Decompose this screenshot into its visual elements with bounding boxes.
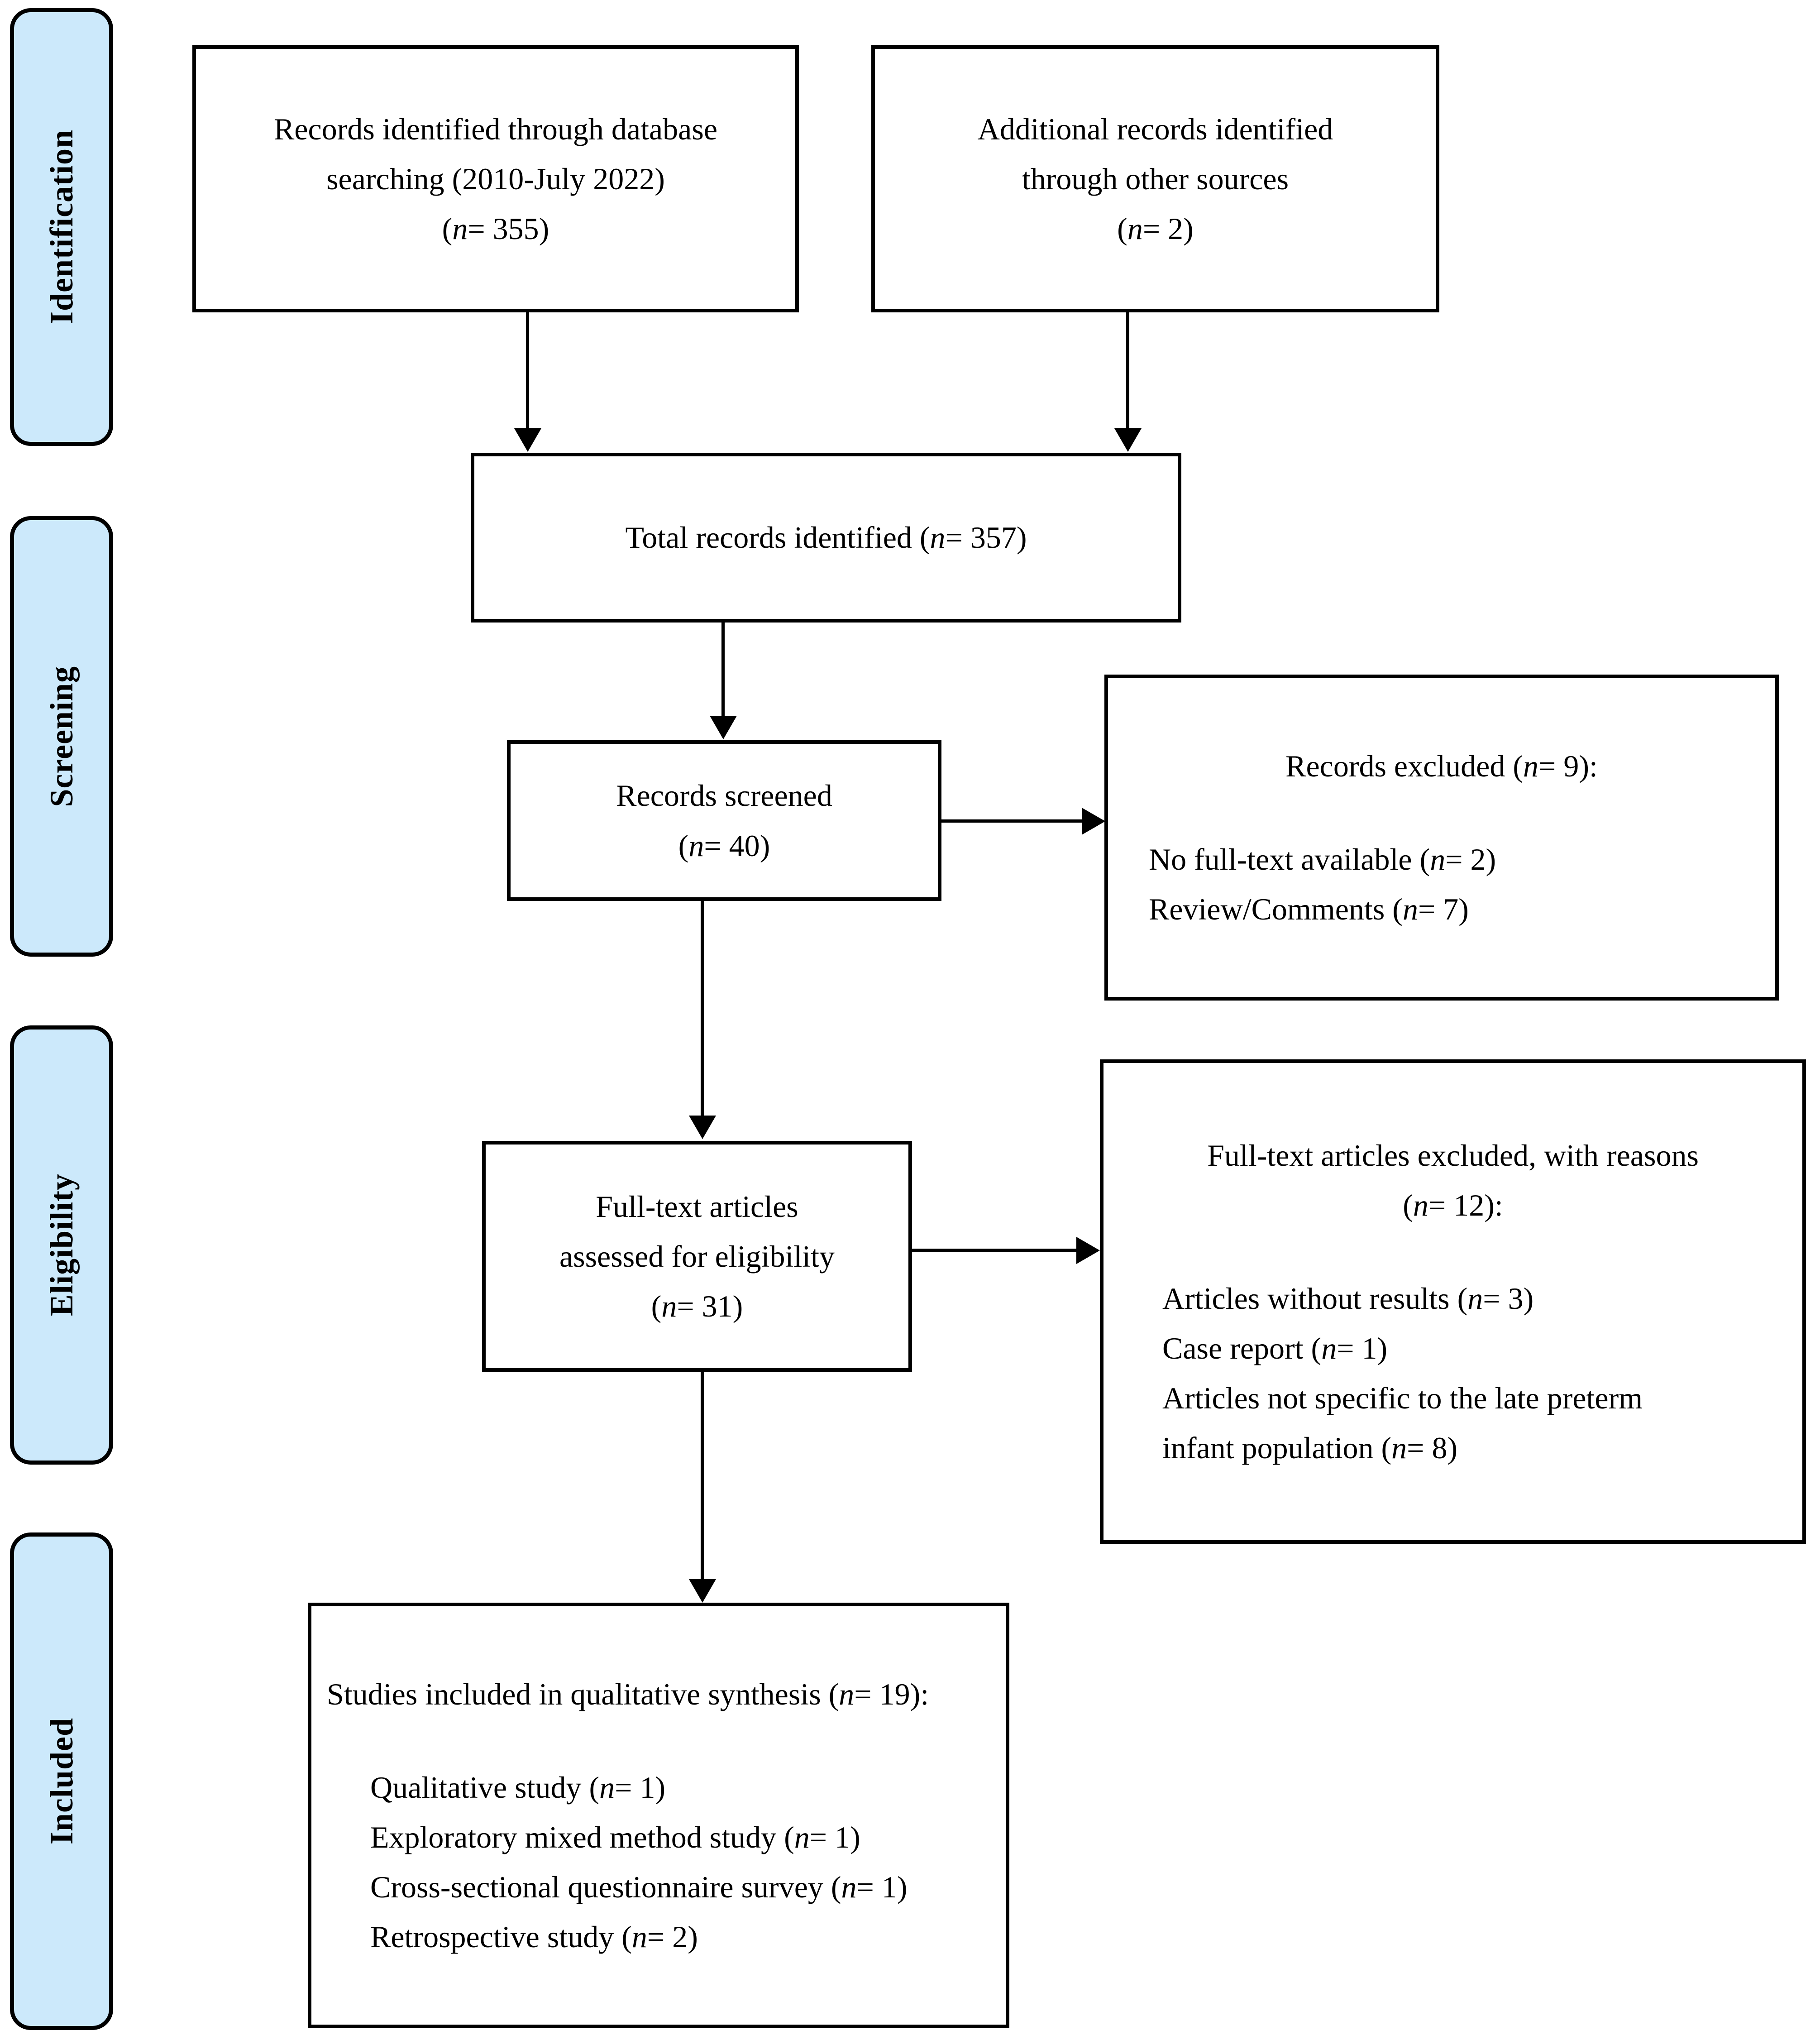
- other-sources-line-2: through other sources: [1022, 161, 1289, 196]
- studies-included-item-4: Retrospective study (n= 2): [370, 1920, 698, 1954]
- arrowhead-screened-to-excluded: [1082, 808, 1105, 835]
- stage-label-identification-text: Identification: [43, 129, 80, 325]
- fulltext-excluded-heading: Full-text articles excluded, with reason…: [1207, 1138, 1699, 1173]
- box-studies-included: Studies included in qualitative synthesi…: [308, 1603, 1009, 2028]
- arrowhead-screened-to-fulltext: [689, 1116, 716, 1139]
- other-sources-line-1: Additional records identified: [977, 111, 1333, 146]
- arrowhead-database-to-total: [514, 428, 541, 452]
- total-records-line-1: Total records identified (n= 357): [625, 520, 1027, 555]
- box-fulltext-assessed: Full-text articles assessed for eligibil…: [482, 1141, 912, 1372]
- connector-total-to-screened: [721, 623, 725, 717]
- fulltext-excluded-reason-3-line-2: infant population (n= 8): [1162, 1431, 1458, 1465]
- connector-other-sources-to-total: [1126, 312, 1129, 429]
- database-search-line-1: Records identified through database: [273, 111, 718, 146]
- box-additional-records-other-sources: Additional records identified through ot…: [871, 45, 1439, 312]
- connector-fulltext-to-excluded: [912, 1249, 1077, 1252]
- connector-screened-to-fulltext: [701, 901, 704, 1116]
- studies-included-item-3: Cross-sectional questionnaire survey (n=…: [370, 1870, 908, 1905]
- connector-screened-to-excluded: [941, 819, 1083, 823]
- fulltext-excluded-reason-2: Case report (n= 1): [1162, 1331, 1388, 1365]
- box-total-records-identified: Total records identified (n= 357): [471, 453, 1181, 623]
- fulltext-assessed-line-2: assessed for eligibility: [559, 1239, 835, 1274]
- fulltext-excluded-count: (n= 12):: [1403, 1188, 1503, 1222]
- stage-label-screening: Screening: [10, 516, 113, 957]
- fulltext-excluded-reason-3-line-1: Articles not specific to the late preter…: [1162, 1381, 1643, 1416]
- box-records-screened: Records screened (n= 40): [507, 740, 941, 901]
- stage-label-identification: Identification: [10, 8, 113, 446]
- studies-included-heading: Studies included in qualitative synthesi…: [327, 1676, 929, 1711]
- records-screened-count: (n= 40): [678, 828, 770, 863]
- database-search-count: (n= 355): [442, 211, 549, 246]
- box-fulltext-excluded: Full-text articles excluded, with reason…: [1100, 1059, 1806, 1544]
- fulltext-assessed-line-1: Full-text articles: [596, 1189, 798, 1224]
- records-screened-line-1: Records screened: [616, 778, 832, 813]
- arrowhead-fulltext-to-included: [689, 1579, 716, 1603]
- box-records-identified-database: Records identified through database sear…: [192, 45, 799, 312]
- studies-included-item-1: Qualitative study (n= 1): [370, 1770, 666, 1805]
- records-excluded-heading: Records excluded (n= 9):: [1285, 748, 1598, 783]
- connector-fulltext-to-included: [701, 1372, 704, 1580]
- records-excluded-reason-2: Review/Comments (n= 7): [1149, 892, 1469, 927]
- fulltext-excluded-reason-1: Articles without results (n= 3): [1162, 1281, 1534, 1316]
- stage-label-included-text: Included: [43, 1718, 80, 1845]
- box-records-excluded: Records excluded (n= 9): No full-text av…: [1104, 675, 1779, 1001]
- fulltext-assessed-count: (n= 31): [651, 1289, 743, 1324]
- stage-label-eligibility: Eligibility: [10, 1025, 113, 1465]
- stage-label-screening-text: Screening: [43, 666, 80, 807]
- stage-label-eligibility-text: Eligibility: [43, 1173, 80, 1317]
- arrowhead-total-to-screened: [710, 716, 737, 739]
- arrowhead-other-sources-to-total: [1114, 428, 1142, 452]
- other-sources-count: (n= 2): [1117, 211, 1194, 246]
- stage-label-included: Included: [10, 1532, 113, 2030]
- database-search-line-2: searching (2010-July 2022): [326, 161, 665, 196]
- studies-included-item-2: Exploratory mixed method study (n= 1): [370, 1820, 860, 1854]
- records-excluded-reason-1: No full-text available (n= 2): [1149, 842, 1496, 876]
- arrowhead-fulltext-to-excluded: [1076, 1237, 1100, 1264]
- connector-database-to-total: [526, 312, 529, 429]
